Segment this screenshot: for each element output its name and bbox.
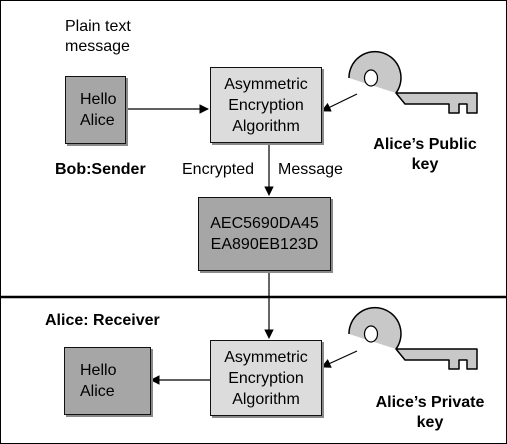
plaintext-caption: Plain text message	[65, 18, 131, 55]
sender-role-label: Bob:Sender	[55, 161, 146, 178]
receiver-message-box: Hello Alice	[64, 347, 151, 415]
public-key-label: Alice’s Public key	[373, 136, 477, 173]
ciphertext-box: AEC5690DA45 EA890EB123D	[198, 197, 331, 271]
private-key-icon	[348, 306, 478, 370]
sender-message-box: Hello Alice	[65, 76, 126, 144]
message-label: Message	[278, 161, 343, 178]
receiver-role-label: Alice: Receiver	[45, 312, 160, 329]
encryption-algorithm-box: Asymmetric Encryption Algorithm	[210, 67, 322, 143]
public-key-icon	[348, 50, 478, 114]
encrypted-label: Encrypted	[182, 161, 255, 178]
decryption-algorithm-box: Asymmetric Encryption Algorithm	[210, 340, 322, 416]
arrow-private-key-to-decryption	[321, 350, 358, 368]
arrow-public-key-to-encryption	[321, 93, 358, 112]
private-key-label: Alice’s Private key	[375, 394, 485, 431]
